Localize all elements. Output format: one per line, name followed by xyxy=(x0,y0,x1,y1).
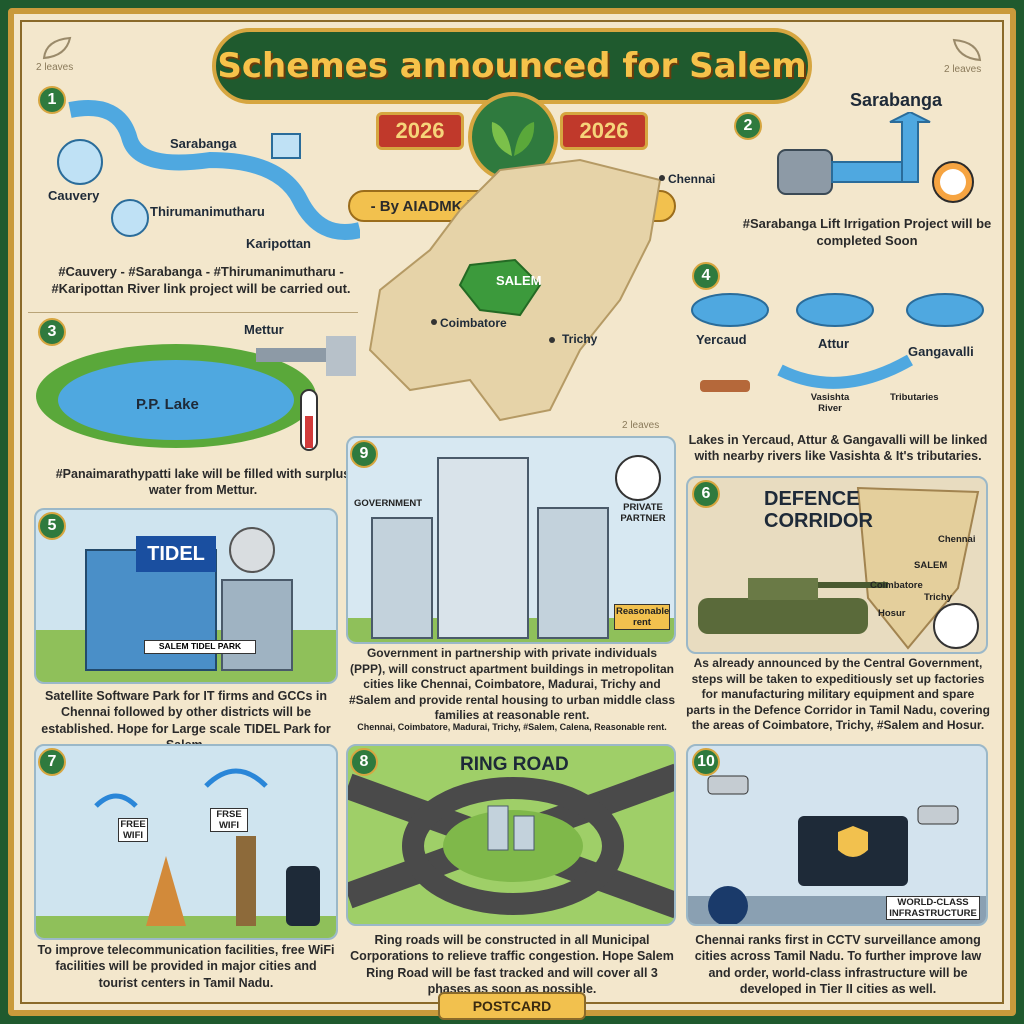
section-2-title: Sarabanga xyxy=(850,90,943,110)
section-number-4: 4 xyxy=(692,262,720,290)
label-gangavalli: Gangavalli xyxy=(908,344,974,359)
apartments-illustration xyxy=(348,455,674,642)
section-3-caption: #Panaimarathypatti lake will be filled w… xyxy=(55,467,351,498)
label-def-chennai: Chennai xyxy=(938,534,976,545)
two-leaves-icon xyxy=(491,122,535,156)
section-number-10: 10 xyxy=(692,748,720,776)
label-def-salem: SALEM xyxy=(914,560,948,571)
section-9-card xyxy=(346,436,676,644)
label-mettur: Mettur xyxy=(244,322,284,337)
map-label-chennai: Chennai xyxy=(668,172,716,186)
section-5-card xyxy=(34,508,338,684)
section-2-caption: #Sarabanga Lift Irrigation Project will … xyxy=(742,216,992,248)
map-label-coimbatore: Coimbatore xyxy=(440,316,507,330)
label-cauvery: Cauvery xyxy=(48,188,100,203)
section-6-title: DEFENCE CORRIDOR xyxy=(764,488,873,532)
world-class-badge: WORLD-CLASS INFRASTRUCTURE xyxy=(886,896,980,920)
pump-icon xyxy=(777,112,974,203)
year-ribbon-right: 2026 xyxy=(560,112,648,150)
section-number-3: 3 xyxy=(38,318,66,346)
section-number-6: 6 xyxy=(692,480,720,508)
wifi-sign-1: FREE WIFI xyxy=(118,818,148,842)
title-banner: Schemes announced for Salem xyxy=(212,28,812,104)
section-1-caption: #Cauvery - #Sarabanga - #Thirumanimuthar… xyxy=(51,264,351,296)
label-tributaries: Tributaries xyxy=(890,392,939,403)
wifi-sign-2: FRSE WIFI xyxy=(210,808,248,832)
year-ribbon-left: 2026 xyxy=(376,112,464,150)
section-7-card xyxy=(34,744,338,940)
section-number-2: 2 xyxy=(734,112,762,140)
label-reasonable-rent: Reasonable rent xyxy=(614,604,670,630)
postcard-badge: POSTCARD xyxy=(438,992,586,1020)
section-8-title: RING ROAD xyxy=(460,754,569,775)
label-vasishta: Vasishta River xyxy=(810,392,850,414)
section-4-caption: Lakes in Yercaud, Attur & Gangavalli wil… xyxy=(688,433,988,464)
label-def-trichy: Trichy xyxy=(924,592,952,603)
lakes-diagram xyxy=(691,293,984,392)
divider xyxy=(28,312,358,313)
map-label-salem: SALEM xyxy=(496,273,542,288)
salem-district xyxy=(458,258,542,317)
leaf-icon xyxy=(42,36,72,60)
label-government: GOVERNMENT xyxy=(354,498,423,509)
section-number-9: 9 xyxy=(350,440,378,468)
section-8-card xyxy=(346,744,676,926)
corner-note-left: 2 leaves xyxy=(36,62,74,73)
section-9-caption: Government in partnership with private i… xyxy=(348,646,676,723)
section-number-7: 7 xyxy=(38,748,66,776)
page-title: Schemes announced for Salem xyxy=(217,46,807,86)
label-private-partner: PRIVATE PARTNER xyxy=(620,502,666,524)
corner-note-right: 2 leaves xyxy=(944,64,982,75)
ring-road-illustration xyxy=(348,763,674,919)
label-def-coimbatore: Coimbatore xyxy=(870,580,923,591)
tidel-sign: TIDEL xyxy=(136,536,216,572)
section-number-1: 1 xyxy=(38,86,66,114)
label-yercaud: Yercaud xyxy=(696,332,747,347)
section-10-card xyxy=(686,744,988,926)
label-karipottan: Karipottan xyxy=(246,236,311,251)
section-number-5: 5 xyxy=(38,512,66,540)
tamil-nadu-map xyxy=(368,158,665,422)
label-pp-lake: P.P. Lake xyxy=(136,396,199,413)
section-8-caption: Ring roads will be constructed in all Mu… xyxy=(350,933,674,996)
wifi-illustration xyxy=(36,768,336,938)
river-link-diagram xyxy=(57,100,360,240)
label-attur: Attur xyxy=(818,336,850,351)
label-thirumanimutharu: Thirumanimutharu xyxy=(150,204,265,219)
section-6-caption: As already announced by the Central Gove… xyxy=(686,656,990,733)
section-7-caption: To improve telecommunication facilities,… xyxy=(37,943,335,990)
section-6-card xyxy=(686,476,988,654)
defence-illustration xyxy=(698,486,980,650)
map-label-trichy: Trichy xyxy=(562,332,598,346)
section-number-8: 8 xyxy=(350,748,378,776)
party-emblem xyxy=(468,92,558,182)
label-sarabanga: Sarabanga xyxy=(170,136,237,151)
section-10-caption: Chennai ranks first in CCTV surveillance… xyxy=(694,933,982,996)
lake-illustration xyxy=(36,336,356,451)
leaf-icon xyxy=(952,38,982,62)
map-note: 2 leaves xyxy=(622,420,660,431)
label-def-hosur: Hosur xyxy=(878,608,906,619)
section-9-subcaption: Chennai, Coimbatore, Madurai, Trichy, #S… xyxy=(357,722,667,732)
tidel-park-plaque: SALEM TIDEL PARK xyxy=(144,640,256,654)
